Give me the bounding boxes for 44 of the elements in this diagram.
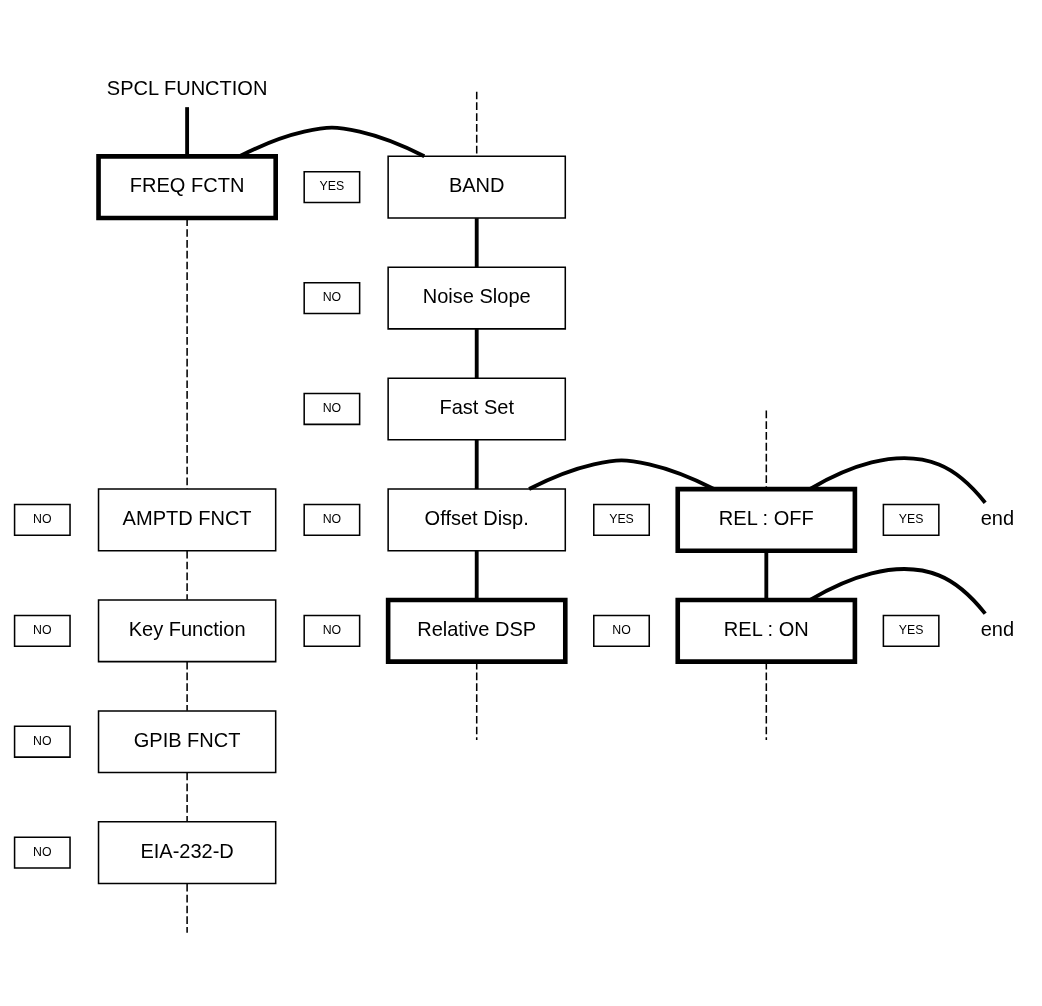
node-box: YES xyxy=(882,614,940,647)
node-box: Offset Disp. xyxy=(387,487,567,551)
node-box: YES xyxy=(303,170,361,203)
node-box: NO xyxy=(303,503,361,536)
node-box: Relative DSP xyxy=(385,597,568,664)
connector xyxy=(474,217,479,267)
node-box: NO xyxy=(13,503,71,536)
connector xyxy=(186,217,188,490)
connector xyxy=(186,882,188,933)
node-box: AMPTD FNCT xyxy=(97,487,277,551)
node-box: GPIB FNCT xyxy=(97,709,277,773)
node-box: NO xyxy=(13,835,71,869)
node-box: NO xyxy=(13,614,71,647)
connector xyxy=(528,458,715,491)
connector xyxy=(474,439,479,489)
connector xyxy=(764,550,769,600)
node-box: EIA-232-D xyxy=(97,820,277,884)
node-box: BAND xyxy=(387,155,567,219)
node-box: NO xyxy=(13,725,71,758)
connector xyxy=(809,455,987,504)
node-box: NO xyxy=(303,392,361,425)
node-box: Noise Slope xyxy=(387,266,567,330)
node-box: NO xyxy=(303,281,361,314)
node-box: NO xyxy=(303,614,361,647)
node-text: end xyxy=(980,506,1015,529)
node-text: end xyxy=(980,617,1015,640)
node-text: SPCL FUNCTION xyxy=(106,76,268,99)
connector xyxy=(474,328,479,378)
connector xyxy=(809,566,987,615)
node-box: REL : ON xyxy=(675,597,858,664)
connector xyxy=(186,771,188,822)
connector xyxy=(185,106,190,156)
node-box: FREQ FCTN xyxy=(96,153,278,220)
connector xyxy=(186,660,188,711)
connector xyxy=(765,409,768,489)
node-box: Fast Set xyxy=(387,376,567,441)
connector xyxy=(238,125,426,158)
node-box: Key Function xyxy=(97,598,277,662)
connector xyxy=(474,550,479,600)
node-box: REL : OFF xyxy=(675,486,858,553)
connector xyxy=(186,549,188,601)
node-box: NO xyxy=(593,614,650,647)
node-box: YES xyxy=(593,503,650,536)
node-box: YES xyxy=(882,503,940,536)
